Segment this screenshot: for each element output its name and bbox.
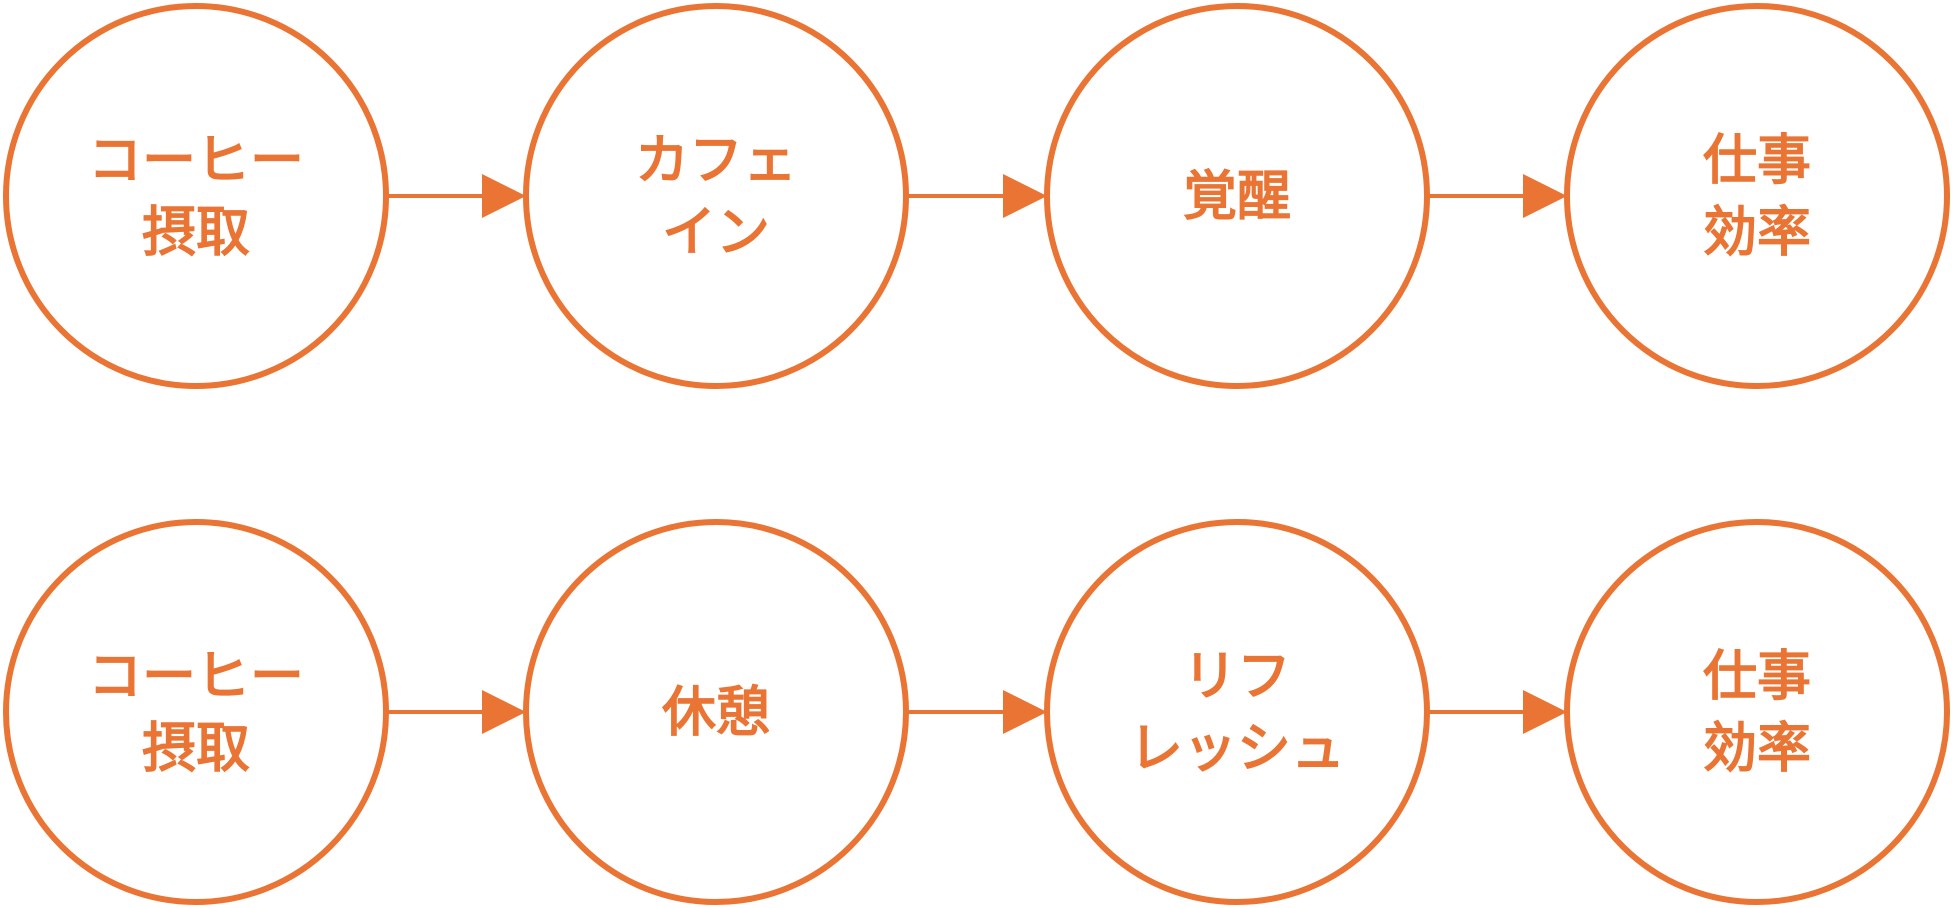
node-label: コーヒー <box>88 129 304 192</box>
node-circle <box>523 519 909 905</box>
node-circle <box>1044 519 1430 905</box>
node-label: 覚醒 <box>1183 165 1291 228</box>
flow-node: 覚醒 <box>1044 3 1430 389</box>
arrow-head-icon <box>482 174 526 218</box>
node-label: リフ <box>1183 645 1291 708</box>
node-circle <box>523 3 909 389</box>
flow-arrow <box>386 174 526 218</box>
node-label: 仕事 <box>1703 645 1811 708</box>
arrow-head-icon <box>1523 174 1567 218</box>
node-label: 休憩 <box>661 681 770 744</box>
node-label: コーヒー <box>88 645 304 708</box>
arrow-head-icon <box>1523 690 1567 734</box>
node-label: 摂取 <box>142 717 250 780</box>
flow-arrow <box>1427 690 1567 734</box>
node-label: カフェ <box>635 129 797 192</box>
arrow-head-icon <box>1003 690 1047 734</box>
node-circle <box>1044 3 1430 389</box>
node-label: 仕事 <box>1703 129 1811 192</box>
node-label: 効率 <box>1703 201 1811 264</box>
node-circle <box>1564 3 1950 389</box>
arrow-head-icon <box>482 690 526 734</box>
node-label: 摂取 <box>142 201 250 264</box>
flow-arrow <box>906 174 1047 218</box>
flow-arrow <box>386 690 526 734</box>
arrow-head-icon <box>1003 174 1047 218</box>
node-label: 効率 <box>1703 717 1811 780</box>
flow-arrow <box>906 690 1047 734</box>
node-label: レッシュ <box>1129 717 1345 780</box>
node-circle <box>1564 519 1950 905</box>
node-circle <box>3 519 389 905</box>
flow-node: 休憩 <box>523 519 909 905</box>
flow-arrow <box>1427 174 1567 218</box>
node-label: イン <box>662 201 770 264</box>
node-circle <box>3 3 389 389</box>
